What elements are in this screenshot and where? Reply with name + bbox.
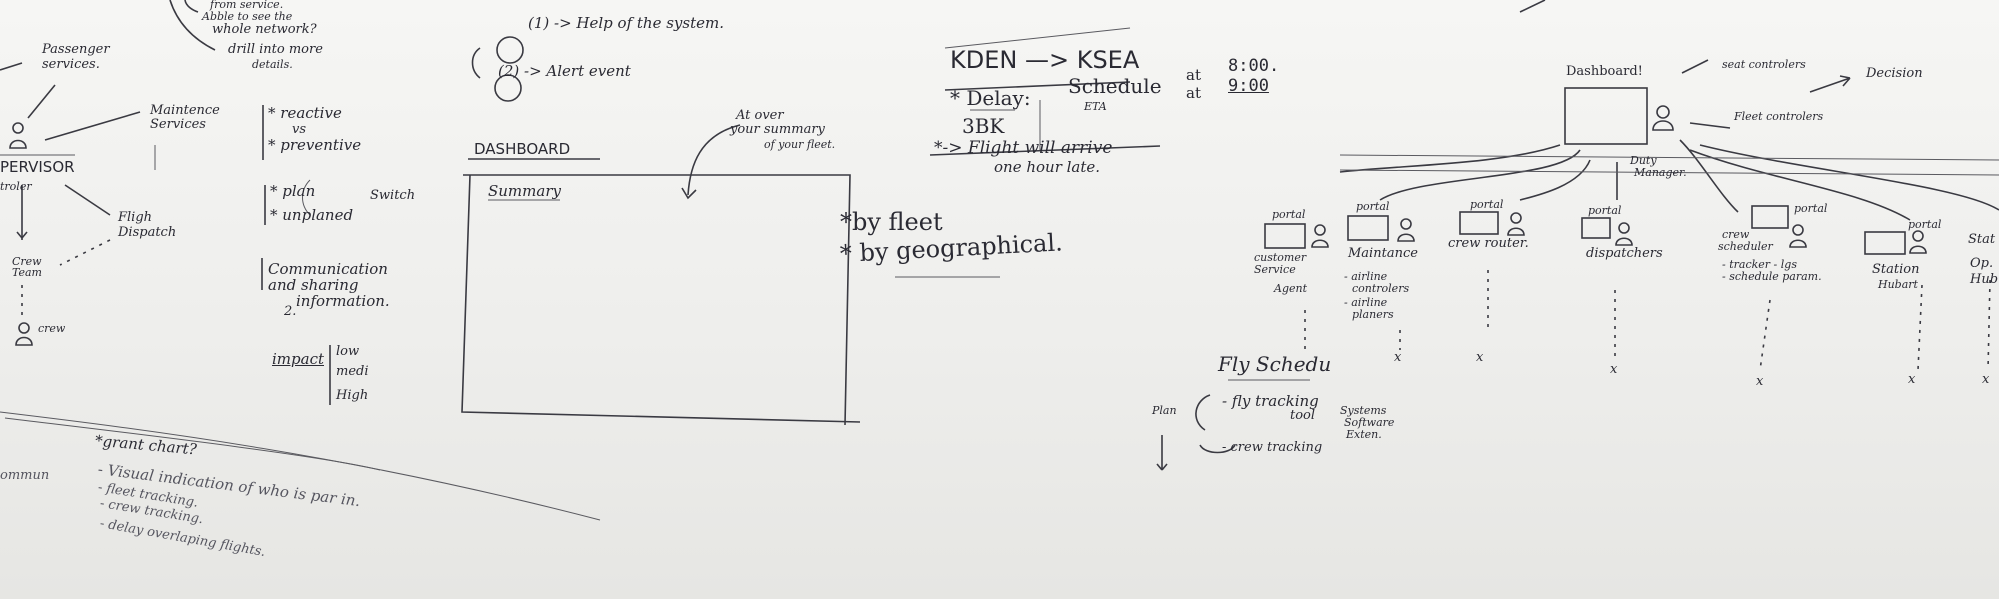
systems-label-3: Exten.	[1346, 428, 1382, 441]
note-whole-network: whole network?	[212, 22, 317, 37]
fly-tracking-label-2: tool	[1290, 408, 1316, 423]
crew-team-label-2: Team	[12, 266, 42, 279]
systems-label-1: Systems	[1340, 404, 1387, 417]
help-of-system-note: (1) -> Help of the system.	[528, 14, 724, 32]
impact-low: low	[336, 344, 360, 359]
impact-medi: medi	[336, 364, 369, 379]
x-mark-2: x	[1394, 350, 1402, 365]
supervisor-label: PERVISOR	[0, 158, 75, 176]
communication-line-2: and sharing	[268, 276, 359, 294]
portal-label-2: portal	[1356, 200, 1390, 213]
fly-tracking-label-1: - fly tracking	[1222, 392, 1319, 410]
crew-router-label: crew router.	[1448, 236, 1529, 251]
flight-arrive-note: *-> Flight will arrive	[934, 138, 1113, 158]
x-mark-6: x	[1982, 372, 1990, 387]
maint-sub-3: - airline	[1344, 296, 1388, 309]
controller-label: troler	[0, 180, 32, 193]
maintance-label: Maintance	[1348, 246, 1418, 261]
impact-label: impact	[272, 350, 324, 368]
summary-note-1: At over	[736, 108, 784, 123]
route-label: KDEN —> KSEA	[950, 46, 1140, 74]
schedule-label: Schedule	[1068, 74, 1162, 98]
x-mark-5: x	[1908, 372, 1916, 387]
portal-label-1: portal	[1272, 208, 1306, 221]
maintence-services-label: Maintence Services	[150, 103, 220, 132]
dashboard-title: DASHBOARD	[474, 140, 571, 158]
summary-note-3: of your fleet.	[764, 138, 836, 151]
ops-label-2: Op.	[1970, 256, 1994, 271]
station-label-1: Station	[1872, 262, 1920, 277]
portal-label-3: portal	[1470, 198, 1504, 211]
flight-dispatch-label-1: Fligh	[118, 210, 153, 225]
plan-item: * plan	[270, 182, 316, 200]
portal-label-6: portal	[1908, 218, 1942, 231]
dispatchers-label: dispatchers	[1586, 246, 1663, 261]
station-label-2: Hubart	[1878, 278, 1918, 291]
systems-label-2: Software	[1344, 416, 1395, 429]
one-hour-late-note: one hour late.	[994, 158, 1101, 176]
portal-label-4: portal	[1588, 204, 1622, 217]
by-fleet-note: *by fleet	[840, 208, 943, 236]
duty-manager-label-2: Manager.	[1634, 166, 1687, 179]
ops-label-3: Hub	[1970, 272, 1999, 287]
code-label: 3BK	[962, 114, 1005, 138]
crew-label: crew	[38, 322, 66, 335]
passenger-services-label: Passenger services.	[42, 42, 110, 72]
alert-event-note: (2) -> Alert event	[498, 62, 631, 80]
time-2: 9:00	[1228, 76, 1269, 96]
crew-team-label-1: Crew	[12, 255, 42, 268]
unplaned-item: * unplaned	[270, 206, 354, 224]
crew-sub-2: - schedule param.	[1722, 270, 1822, 283]
switch-item: Switch	[370, 188, 416, 203]
maint-sub-4: planers	[1352, 308, 1394, 321]
maint-sub-2: controlers	[1352, 282, 1410, 295]
impact-high: High	[336, 388, 369, 403]
time-1: 8:00.	[1228, 56, 1280, 76]
duty-manager-label-1: Duty	[1630, 154, 1657, 167]
summary-note-2: your summary	[730, 122, 825, 137]
flight-dispatch-label-2: Dispatch	[118, 225, 177, 240]
x-mark-3: x	[1610, 362, 1618, 377]
note-from-service: from service.	[210, 0, 284, 11]
summary-label: Summary	[488, 182, 561, 200]
customer-service-label: customer Service	[1254, 251, 1307, 276]
crew-scheduler-label-2: scheduler	[1718, 240, 1773, 253]
at-label-1: at	[1186, 66, 1201, 84]
agent-label: Agent	[1274, 282, 1307, 295]
communication-line-3: information.	[296, 292, 390, 310]
plan-label: Plan	[1152, 404, 1177, 417]
vs-item: vs	[292, 122, 307, 137]
x-mark-4: x	[1756, 374, 1764, 389]
fly-schedule-label: Fly Schedu	[1218, 352, 1332, 376]
note-details: details.	[252, 58, 293, 71]
crew-sub-1: - tracker - lgs	[1722, 258, 1797, 271]
x-mark-1: x	[1476, 350, 1484, 365]
preventive-item: * preventive	[268, 136, 362, 154]
eta-label: ETA	[1084, 100, 1107, 113]
seat-controllers-label: seat controlers	[1722, 58, 1806, 71]
fleet-controllers-label: Fleet controlers	[1734, 110, 1824, 123]
note-able-to-see: Abble to see the	[202, 10, 293, 23]
maint-sub-1: - airline	[1344, 270, 1388, 283]
communication-line-1: Communication	[268, 260, 388, 278]
crew-scheduler-label-1: crew	[1722, 228, 1750, 241]
commun-label: ommun	[0, 468, 50, 483]
dashboard-right-title: Dashboard!	[1566, 64, 1643, 79]
at-label-2: at	[1186, 84, 1201, 102]
note-drill-into: drill into more	[228, 42, 323, 57]
delay-label: * Delay:	[950, 86, 1031, 110]
reactive-item: * reactive	[268, 104, 342, 122]
crew-tracking-tool-label: - crew tracking	[1222, 440, 1323, 455]
decision-label: Decision	[1866, 66, 1923, 81]
communication-line-4: 2.	[284, 304, 297, 319]
portal-label-5: portal	[1794, 202, 1828, 215]
ops-label-1: Stat	[1968, 232, 1996, 247]
